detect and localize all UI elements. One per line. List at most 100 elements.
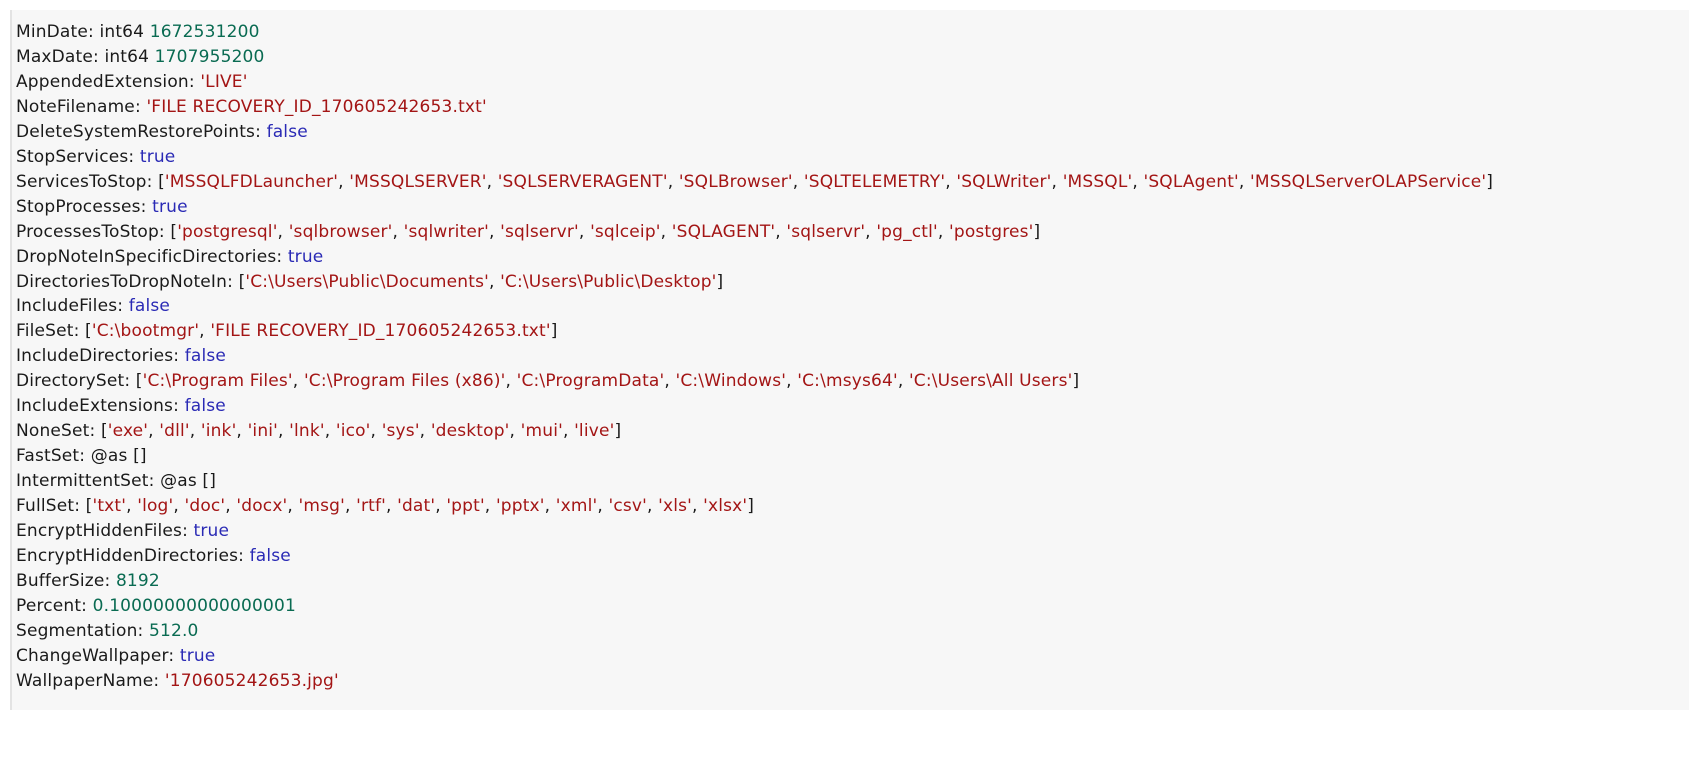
list-item: 'C:\Users\All Users' [908,371,1073,392]
config-separator: : [255,121,267,142]
config-line: IncludeFiles: false [16,294,1689,319]
list-item: 'FILE RECOVERY_ID_170605242653.txt' [210,321,551,342]
config-key: IntermittentSet [16,471,149,492]
list-comma: , [486,171,498,192]
config-key: ChangeWallpaper [16,645,169,666]
list-item: 'SQLAgent' [1143,171,1239,192]
config-key: IncludeDirectories [16,346,174,367]
config-line: FastSet: @as [] [16,444,1689,469]
config-separator: : [146,171,159,192]
list-item: 'log' [137,496,174,517]
config-value: 0.10000000000000001 [92,595,296,616]
list-comma: , [292,371,304,392]
config-separator: : [74,496,86,517]
list-comma: , [324,421,336,442]
config-line: StopServices: true [16,145,1689,170]
list-comma: , [199,321,211,342]
config-line: BufferSize: 8192 [16,569,1689,594]
list-comma: , [775,221,787,242]
list-item: 'C:\Users\Public\Documents' [245,271,489,292]
list-item: 'pg_ctl' [876,221,938,242]
config-separator: : [227,271,239,292]
list-close-bracket: ] [614,421,622,442]
list-comma: , [484,496,496,517]
list-item: 'lnk' [289,421,325,442]
list-comma: , [505,371,517,392]
list-comma: , [392,221,404,242]
list-open-bracket: [ [238,271,246,292]
list-item: 'C:\Program Files (x86)' [303,371,506,392]
config-key: BufferSize [16,570,105,591]
config-separator: : [153,670,165,691]
config-separator: : [73,321,86,342]
list-item: 'txt' [92,496,127,517]
config-separator: : [140,196,153,217]
config-line: AppendedExtension: 'LIVE' [16,70,1689,95]
list-item: 'postgresql' [177,221,278,242]
config-separator: : [92,46,105,67]
config-line: Percent: 0.10000000000000001 [16,594,1689,619]
config-line: IncludeExtensions: false [16,394,1689,419]
list-item: 'desktop' [430,421,510,442]
list-comma: , [278,421,290,442]
list-item: 'MSSQLServerOLAPService' [1250,171,1487,192]
list-comma: , [509,421,521,442]
list-item: 'MSSQLFDLauncher' [164,171,339,192]
config-value: true [193,521,230,542]
list-comma: , [667,171,679,192]
list-item: 'MSSQL' [1062,171,1133,192]
config-separator: : [134,96,147,117]
list-item: 'mui' [520,421,563,442]
list-item: 'xlsx' [703,496,748,517]
list-comma: , [189,421,201,442]
config-line: FileSet: ['C:\bootmgr', 'FILE RECOVERY_I… [16,319,1689,344]
config-value: false [266,121,308,142]
config-value-type: int64 [99,22,150,42]
config-line: DirectorySet: ['C:\Program Files', 'C:\P… [16,369,1689,394]
config-key: ServicesToStop [16,171,147,192]
config-value: @as [] [160,471,217,492]
list-item: 'sqlbrowser' [288,221,393,242]
list-item: 'sqlwriter' [403,221,489,242]
config-value: @as [] [90,446,147,467]
config-separator: : [182,521,194,542]
list-item: 'C:\ProgramData' [516,371,665,392]
config-key: DeleteSystemRestorePoints [16,121,256,142]
list-item: 'MSSQLSERVER' [349,171,487,192]
config-value-type: int64 [104,46,155,67]
list-comma: , [897,371,909,392]
list-comma: , [646,496,659,517]
config-value: 8192 [115,570,160,591]
config-separator: : [89,421,101,442]
config-separator: : [104,570,116,591]
config-value: false [128,296,171,317]
config-line: IntermittentSet: @as [] [16,469,1689,494]
list-close-bracket: ] [1072,371,1080,392]
config-value: 1707955200 [154,46,265,67]
config-key: ProcessesToStop [16,221,159,242]
config-line: DeleteSystemRestorePoints: false [16,120,1689,145]
config-separator: : [117,296,129,317]
list-item: 'C:\Users\Public\Desktop' [500,271,717,292]
config-separator: : [88,22,100,42]
list-comma: , [287,496,299,517]
list-open-bracket: [ [100,421,108,442]
list-comma: , [865,221,877,242]
list-comma: , [597,496,609,517]
list-item: 'sqlceip' [590,221,661,242]
config-line: FullSet: ['txt', 'log', 'doc', 'docx', '… [16,494,1689,519]
config-value: 512.0 [149,620,199,641]
config-value: true [287,246,324,267]
list-item: 'SQLBrowser' [678,171,793,192]
list-item: 'csv' [608,496,647,517]
list-item: 'doc' [184,496,226,517]
list-item: 'ico' [335,421,371,442]
list-comma: , [173,496,185,517]
config-value: 1672531200 [149,22,260,42]
list-item: 'dll' [159,421,190,442]
list-open-bracket: [ [170,221,178,242]
config-key: WallpaperName [16,670,154,691]
list-comma: , [664,371,676,392]
list-item: 'C:\Program Files' [142,371,293,392]
